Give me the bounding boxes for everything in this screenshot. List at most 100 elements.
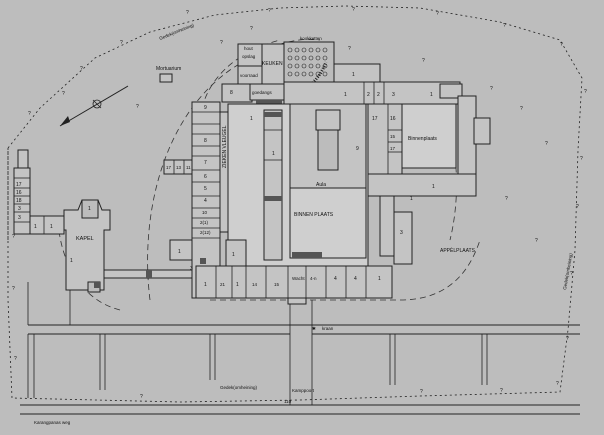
svg-text:?: ? bbox=[560, 42, 563, 48]
svg-text:?: ? bbox=[535, 238, 538, 244]
svg-text:1: 1 bbox=[344, 92, 347, 98]
east-block: Binnenplaats 17 16 15 17 1 3 bbox=[365, 95, 491, 265]
svg-text:2: 2 bbox=[377, 92, 380, 98]
zieken-vleugel: 9 8 7 6 5 4 10 2(1) 2(12) 17 13 11 1 ZIE… bbox=[163, 101, 229, 299]
svg-text:4-n: 4-n bbox=[310, 276, 317, 281]
svg-text:4: 4 bbox=[204, 198, 207, 204]
kapel-building: 1 KAPEL bbox=[63, 199, 111, 293]
svg-text:?: ? bbox=[250, 26, 253, 32]
aula-label: Aula bbox=[316, 182, 326, 188]
svg-text:?: ? bbox=[268, 8, 271, 14]
svg-text:?: ? bbox=[352, 7, 355, 13]
svg-text:?: ? bbox=[140, 394, 143, 400]
svg-text:?: ? bbox=[80, 66, 83, 72]
svg-text:2(12): 2(12) bbox=[200, 230, 211, 235]
svg-text:?: ? bbox=[12, 286, 15, 292]
svg-text:?: ? bbox=[500, 388, 503, 394]
appelplaats-label: APPÈLPLAATS bbox=[440, 247, 476, 254]
svg-text:1: 1 bbox=[88, 206, 91, 212]
svg-text:1: 1 bbox=[250, 116, 253, 122]
svg-text:17: 17 bbox=[390, 146, 396, 151]
svg-text:voorraad: voorraad bbox=[240, 73, 258, 78]
kraan-icon: ✱ bbox=[312, 326, 316, 331]
svg-text:1: 1 bbox=[50, 224, 53, 230]
svg-text:10: 10 bbox=[202, 210, 208, 215]
svg-text:110: 110 bbox=[284, 399, 292, 404]
north-wing: 1 1 2 2 3 1 bbox=[283, 63, 463, 105]
keuken-label: KEUKEN bbox=[262, 61, 283, 67]
kamppoort-label: Kamppoort bbox=[292, 388, 315, 393]
svg-text:1: 1 bbox=[70, 258, 73, 264]
svg-text:3: 3 bbox=[400, 230, 403, 236]
binnenplaats-label: Binnenplaats bbox=[408, 136, 437, 142]
svg-text:5: 5 bbox=[204, 186, 207, 192]
svg-text:?: ? bbox=[503, 23, 506, 29]
svg-text:6: 6 bbox=[204, 174, 207, 180]
binnen-plaats-label: BINNEN PLAATS bbox=[294, 212, 334, 218]
north-arrow-icon bbox=[59, 85, 129, 127]
svg-text:?: ? bbox=[14, 356, 17, 362]
svg-text:1: 1 bbox=[178, 249, 181, 255]
svg-text:?: ? bbox=[12, 234, 15, 240]
svg-text:?: ? bbox=[28, 111, 31, 117]
wacht-label: Wacht bbox=[292, 276, 305, 281]
svg-text:9: 9 bbox=[356, 146, 359, 152]
mortuarium-label: Mortuarium bbox=[156, 66, 181, 72]
karangpanas-weg-label: Karangpanas weg bbox=[34, 420, 71, 425]
svg-text:14: 14 bbox=[252, 282, 258, 287]
svg-text:?: ? bbox=[556, 381, 559, 387]
svg-text:4: 4 bbox=[354, 276, 357, 282]
svg-text:4: 4 bbox=[334, 276, 337, 282]
svg-text:1: 1 bbox=[232, 252, 235, 258]
gedek-right-label: Gedek(omheining) bbox=[562, 252, 573, 290]
svg-text:1: 1 bbox=[352, 72, 355, 78]
svg-text:?: ? bbox=[186, 10, 189, 16]
svg-text:1: 1 bbox=[204, 282, 207, 288]
svg-text:11: 11 bbox=[186, 165, 191, 170]
svg-text:8: 8 bbox=[230, 90, 233, 96]
svg-text:?: ? bbox=[422, 58, 425, 64]
svg-text:1: 1 bbox=[272, 151, 275, 157]
svg-text:?: ? bbox=[120, 40, 123, 46]
zieken-vleugel-label: ZIEKEN VLEUGEL bbox=[222, 125, 228, 168]
svg-text:17: 17 bbox=[372, 116, 378, 122]
svg-text:1: 1 bbox=[430, 92, 433, 98]
svg-text:15: 15 bbox=[274, 282, 280, 287]
svg-text:1: 1 bbox=[34, 224, 37, 230]
kitchen-block: 8 hout opslag KEUKEN voorraad goedangs k… bbox=[221, 36, 335, 104]
svg-text:17: 17 bbox=[16, 182, 22, 188]
svg-text:?: ? bbox=[436, 11, 439, 17]
svg-text:1: 1 bbox=[236, 282, 239, 288]
svg-text:?: ? bbox=[490, 86, 493, 92]
svg-text:18: 18 bbox=[16, 198, 22, 204]
svg-text:1: 1 bbox=[378, 276, 381, 282]
svg-text:1: 1 bbox=[410, 196, 413, 202]
svg-text:kookketten: kookketten bbox=[300, 36, 322, 41]
svg-text:?: ? bbox=[545, 141, 548, 147]
svg-text:1: 1 bbox=[432, 184, 435, 190]
svg-text:15: 15 bbox=[390, 134, 396, 139]
svg-text:16: 16 bbox=[390, 116, 396, 122]
west-wing: 17 16 18 3 3 1 1 bbox=[13, 149, 65, 235]
svg-text:?: ? bbox=[62, 91, 65, 97]
gedek-bottom-label: Gedek(omheining) bbox=[220, 385, 258, 390]
svg-text:?: ? bbox=[420, 389, 423, 395]
svg-text:goedangs: goedangs bbox=[252, 90, 273, 95]
svg-text:16: 16 bbox=[16, 190, 22, 196]
svg-text:2(1): 2(1) bbox=[200, 220, 209, 225]
svg-text:?: ? bbox=[570, 271, 573, 277]
svg-text:8: 8 bbox=[204, 138, 207, 144]
svg-text:7: 7 bbox=[204, 160, 207, 166]
roads bbox=[20, 282, 580, 415]
perimeter-fence bbox=[7, 5, 583, 403]
svg-text:opslag: opslag bbox=[242, 54, 256, 59]
fence-markers: ??? ??? ??? ??? ??? ??? ??? ??? ??? ??? … bbox=[12, 7, 587, 400]
gedek-top-label: Gedek(omheining) bbox=[159, 22, 196, 41]
mortuarium-building bbox=[159, 73, 173, 83]
svg-text:?: ? bbox=[348, 46, 351, 52]
kraan-label: kraan bbox=[322, 326, 334, 331]
svg-text:?: ? bbox=[584, 89, 587, 95]
svg-text:?: ? bbox=[505, 196, 508, 202]
svg-text:hout: hout bbox=[244, 46, 254, 51]
